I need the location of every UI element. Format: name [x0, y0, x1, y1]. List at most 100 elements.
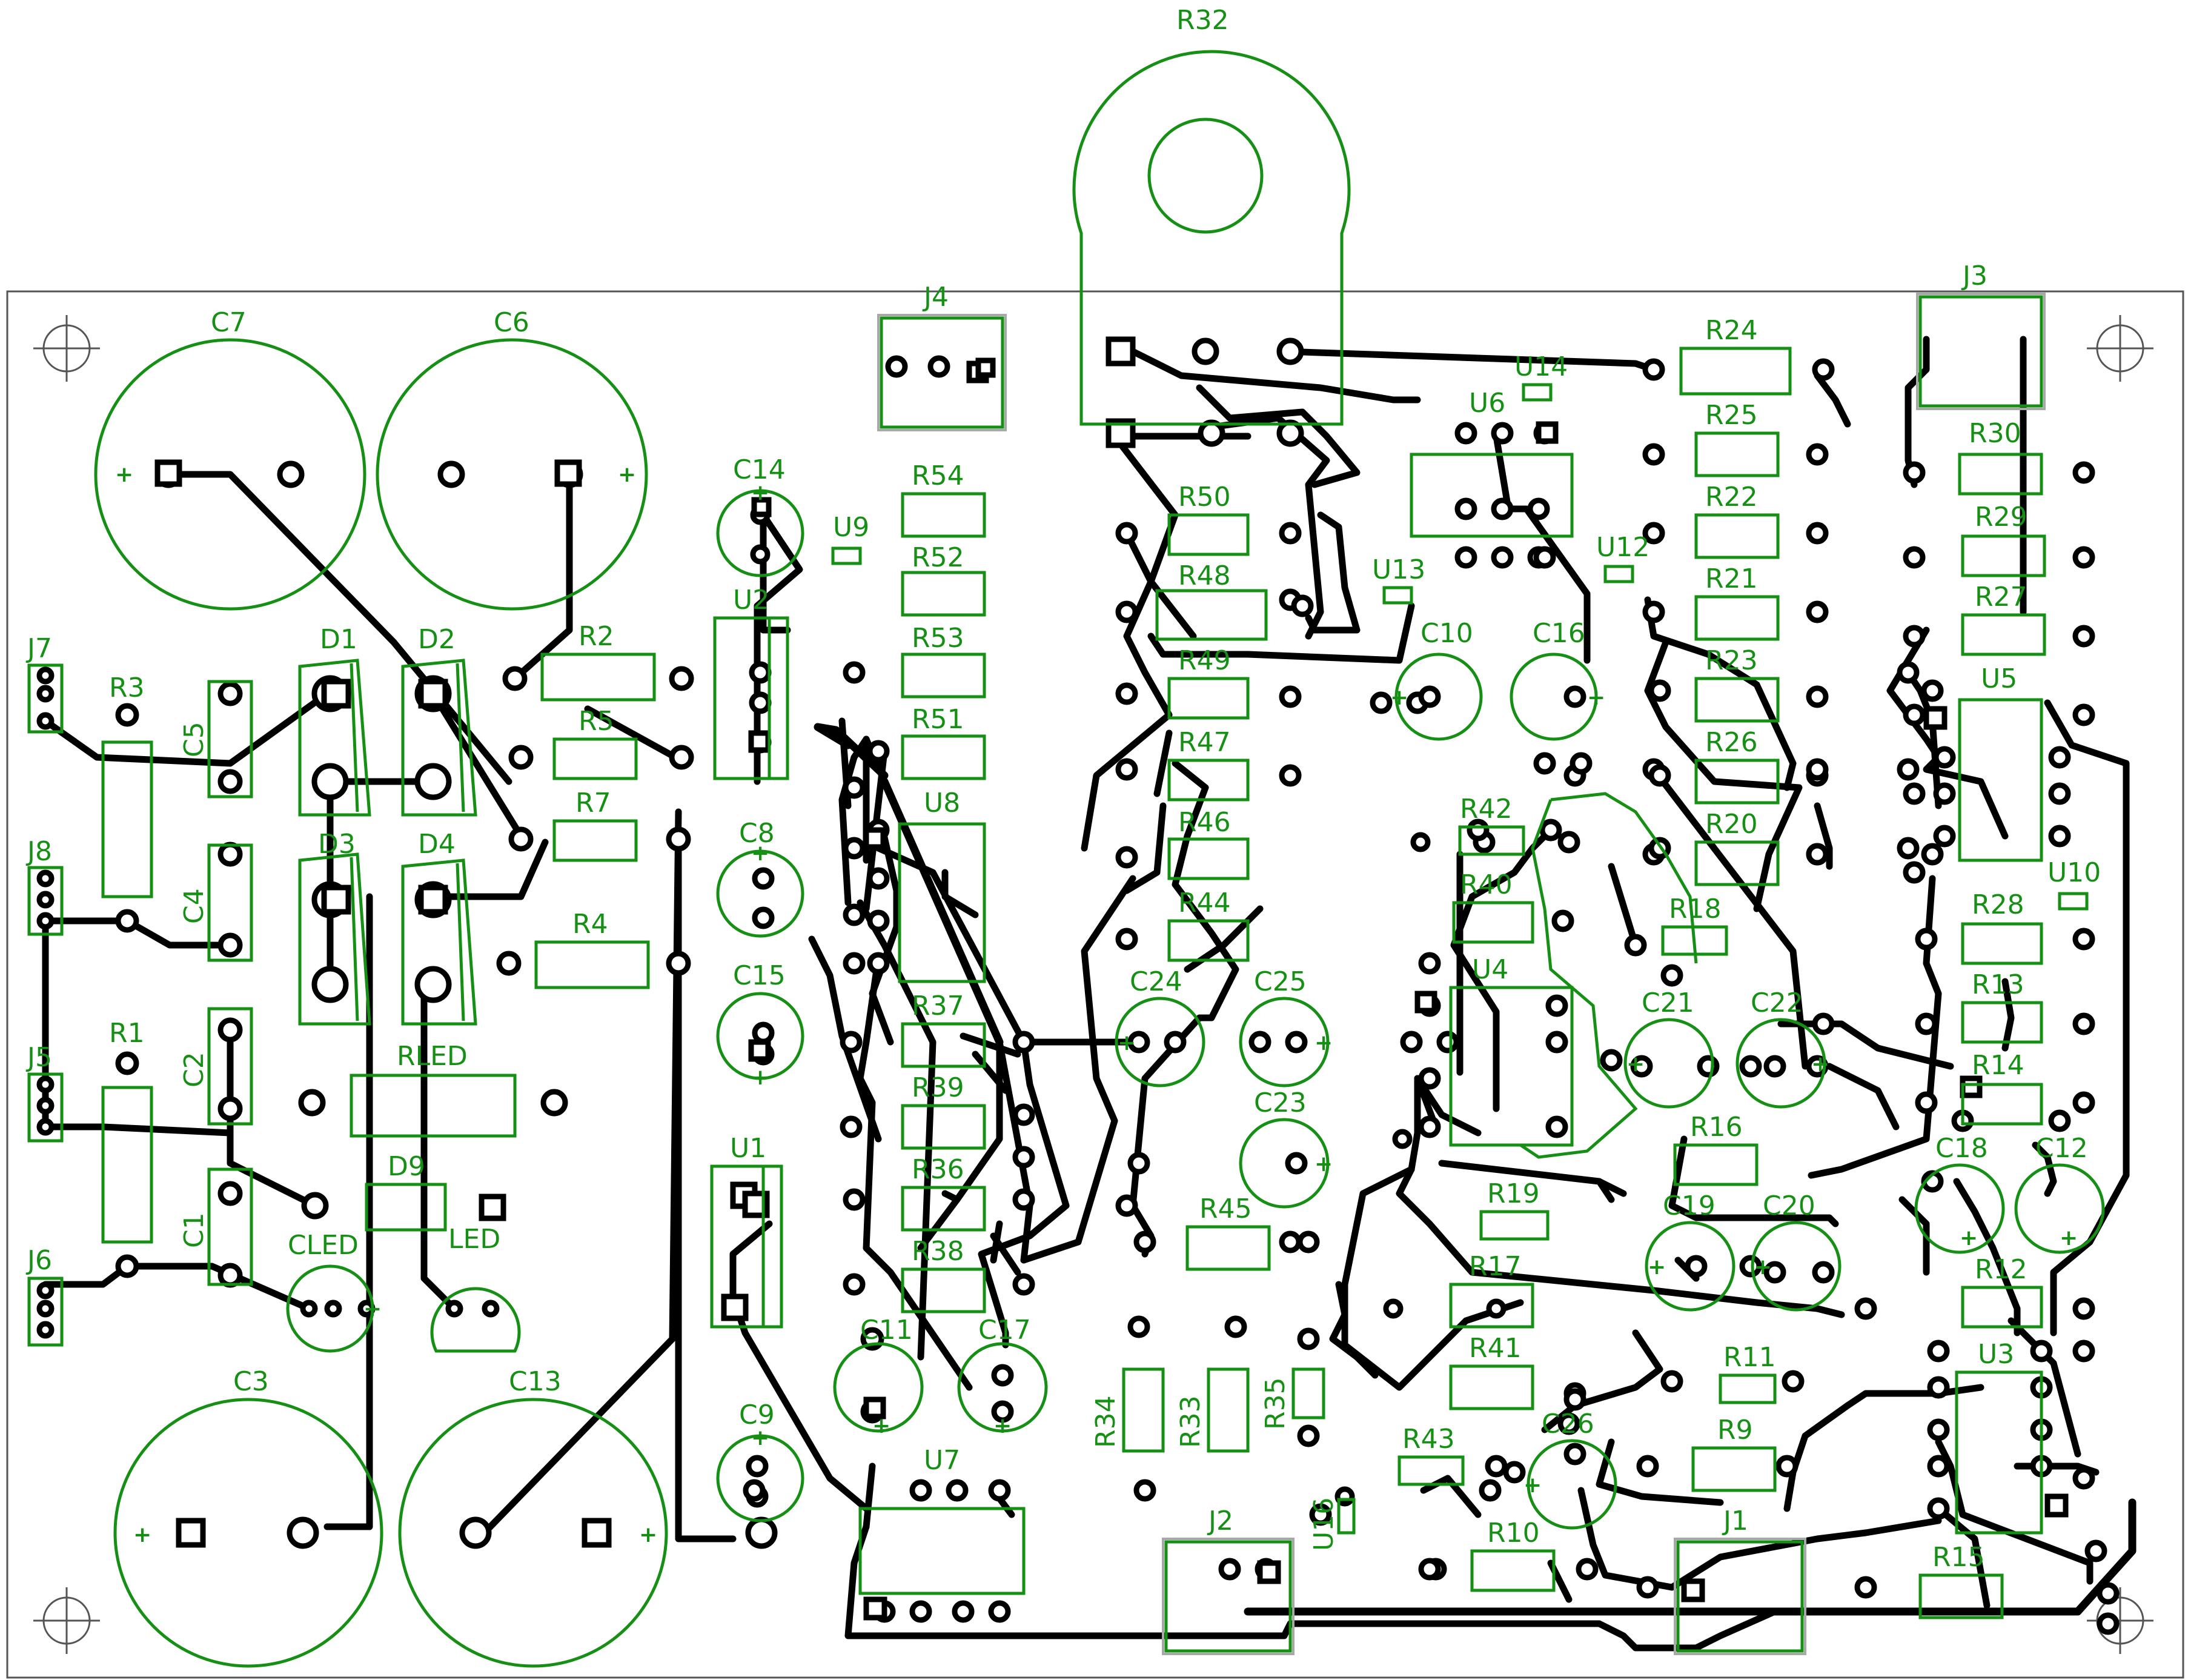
pads: [36, 336, 2120, 1635]
label-R13: R13: [1972, 969, 2024, 1000]
label-R49: R49: [1178, 645, 1231, 676]
svg-text:+: +: [1626, 1052, 1645, 1077]
label-C6: C6: [494, 307, 529, 338]
label-R10: R10: [1487, 1518, 1540, 1549]
label-R16: R16: [1690, 1112, 1743, 1143]
label-R40: R40: [1460, 869, 1513, 900]
label-J2: J2: [1207, 1506, 1233, 1536]
label-R51: R51: [912, 704, 964, 735]
label-U16: U16: [1308, 1498, 1339, 1551]
svg-text:+: +: [1648, 1255, 1666, 1280]
label-R21: R21: [1705, 563, 1758, 594]
label-CLED: CLED: [288, 1230, 359, 1261]
label-R18: R18: [1669, 894, 1722, 925]
label-U10: U10: [2047, 857, 2101, 888]
label-C5: C5: [179, 722, 210, 757]
label-R27: R27: [1975, 582, 2027, 613]
label-D4: D4: [418, 829, 456, 860]
label-R43: R43: [1402, 1424, 1455, 1455]
label-U9: U9: [833, 512, 869, 543]
label-J8: J8: [25, 836, 52, 867]
label-D2: D2: [418, 624, 456, 655]
label-R22: R22: [1705, 482, 1758, 513]
label-R1: R1: [109, 1018, 145, 1049]
silkscreen-outlines: [27, 50, 2105, 1668]
label-R38: R38: [912, 1236, 964, 1267]
label-J4: J4: [922, 282, 949, 313]
label-C24: C24: [1130, 966, 1182, 997]
label-C21: C21: [1642, 988, 1694, 1018]
label-C16: C16: [1533, 618, 1585, 649]
label-R44: R44: [1178, 888, 1231, 918]
label-C4: C4: [179, 888, 210, 924]
label-C15: C15: [733, 960, 786, 991]
label-R9: R9: [1717, 1415, 1753, 1446]
label-U3: U3: [1978, 1339, 2014, 1370]
svg-text:+: +: [1587, 685, 1605, 710]
label-C13: C13: [509, 1366, 562, 1397]
label-C12: C12: [2035, 1133, 2088, 1164]
label-D9: D9: [388, 1151, 425, 1182]
label-R53: R53: [912, 623, 964, 654]
connector-shrouds: [877, 293, 2046, 1655]
label-R42: R42: [1460, 794, 1513, 825]
label-R36: R36: [912, 1154, 964, 1185]
label-R14: R14: [1972, 1050, 2024, 1081]
svg-text:+: +: [1314, 1031, 1333, 1055]
label-U13: U13: [1372, 554, 1425, 585]
svg-text:+: +: [1960, 1226, 1978, 1250]
label-R19: R19: [1487, 1178, 1540, 1209]
label-C10: C10: [1421, 618, 1473, 649]
svg-text:+: +: [1118, 1031, 1136, 1055]
label-R4: R4: [572, 909, 608, 940]
svg-text:+: +: [2060, 1226, 2078, 1250]
label-R15: R15: [1932, 1542, 1985, 1573]
label-R41: R41: [1469, 1333, 1522, 1364]
label-J5: J5: [25, 1042, 52, 1073]
label-U7: U7: [924, 1445, 960, 1476]
label-C11: C11: [860, 1315, 913, 1346]
svg-text:+: +: [115, 462, 133, 487]
mounting-hole-top-right: [2087, 315, 2153, 382]
label-R20: R20: [1705, 809, 1758, 840]
label-R54: R54: [912, 460, 964, 491]
label-U2: U2: [733, 585, 769, 616]
svg-text:+: +: [1811, 1052, 1829, 1077]
polarity-marks: + + + + + + + + + + + + + + + + + + + + …: [115, 462, 2078, 1547]
svg-text:+: +: [1523, 1473, 1542, 1498]
label-C8: C8: [739, 818, 775, 849]
label-R47: R47: [1178, 727, 1231, 758]
label-R5: R5: [578, 706, 614, 737]
label-C19: C19: [1663, 1190, 1716, 1221]
label-J3: J3: [1961, 261, 1987, 291]
label-U5: U5: [1981, 663, 2017, 694]
svg-text:+: +: [639, 1522, 657, 1547]
svg-text:+: +: [993, 1413, 1012, 1438]
mounting-hole-bottom-left: [33, 1587, 100, 1654]
label-R46: R46: [1178, 807, 1231, 838]
label-C25: C25: [1254, 966, 1307, 997]
label-R24: R24: [1705, 315, 1758, 346]
label-R28: R28: [1972, 889, 2024, 920]
mounting-hole-top-left: [33, 315, 100, 382]
svg-text:+: +: [751, 480, 769, 505]
label-J6: J6: [25, 1245, 52, 1276]
label-C1: C1: [179, 1212, 210, 1248]
label-R26: R26: [1705, 727, 1758, 758]
label-U14: U14: [1514, 351, 1568, 382]
label-U1: U1: [730, 1133, 766, 1164]
label-R37: R37: [912, 991, 964, 1021]
label-R34: R34: [1090, 1395, 1121, 1448]
label-U8: U8: [924, 788, 960, 818]
svg-text:+: +: [1314, 1152, 1333, 1177]
svg-text:+: +: [1754, 1255, 1772, 1280]
board-outline: [6, 290, 2184, 1679]
label-R29: R29: [1975, 502, 2027, 533]
label-R35: R35: [1260, 1377, 1291, 1430]
label-U12: U12: [1596, 532, 1649, 563]
label-U6: U6: [1469, 388, 1505, 419]
label-C3: C3: [233, 1366, 269, 1397]
mounting-hole-bottom-right: [2087, 1587, 2153, 1654]
label-C20: C20: [1763, 1190, 1815, 1221]
